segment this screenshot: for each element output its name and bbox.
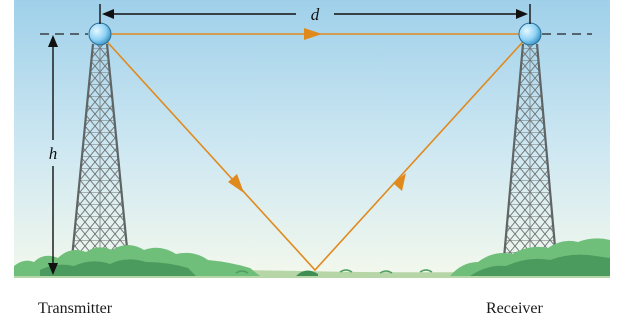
arrowhead-icon: [102, 9, 114, 19]
transmitter-caption: Transmitter: [38, 300, 113, 317]
antenna-sphere-icon: [518, 22, 542, 46]
distance-label: d: [311, 5, 320, 24]
vegetation: [14, 238, 610, 276]
distance-dimension: [99, 4, 531, 24]
arrowhead-icon: [304, 28, 322, 40]
arrowhead-icon: [393, 173, 406, 191]
radio-propagation-diagram: d h: [14, 0, 610, 278]
receiver-caption: Receiver: [486, 300, 543, 317]
arrowhead-icon: [48, 263, 58, 275]
transmitter-tower-icon: [70, 43, 130, 259]
arrowhead-icon: [48, 35, 58, 47]
antenna-sphere-icon: [88, 22, 112, 46]
reflected-ray: [99, 33, 531, 272]
arrowhead-icon: [516, 9, 528, 19]
receiver-tower-icon: [502, 43, 558, 259]
height-label: h: [49, 144, 58, 163]
arrowhead-icon: [228, 174, 244, 193]
